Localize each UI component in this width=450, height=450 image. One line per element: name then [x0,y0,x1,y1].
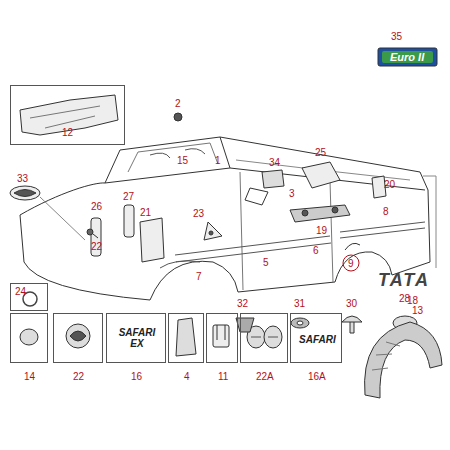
callout-number: 31 [294,298,305,309]
callout-number: 20 [384,179,395,190]
callout-number: 16A [308,371,326,382]
part-box: 12 [10,85,125,145]
part-box: SAFARI EX16 [106,313,166,363]
logo-text: SAFARI [299,334,336,345]
part-box: 11 [206,313,238,363]
callout-number: 22A [256,371,274,382]
callout-number: 21 [140,207,151,218]
callout-number: 14 [24,371,35,382]
part-box: Euro II35 [375,45,440,69]
part-box: 14 [10,313,48,363]
callout-number: 13 [412,305,423,316]
callout-number: 22 [91,241,102,252]
callout-number: 4 [184,371,190,382]
part-box: 22A [240,313,288,363]
callout-number: 11 [218,371,228,382]
callout-number: 33 [17,173,28,184]
callout-number: 35 [391,31,402,42]
callout-number: 25 [315,147,326,158]
callout-number: 19 [316,225,327,236]
callout-number: 9 [348,258,354,269]
callout-number: 7 [196,271,202,282]
callout-number: 3 [289,188,295,199]
logo-text: TATA [378,271,430,291]
callout-number: 16 [131,371,142,382]
callout-number: 6 [313,245,319,256]
callout-number: 30 [346,298,357,309]
callout-number: 26 [91,201,102,212]
callout-number: 28 [399,293,410,304]
part-box: 24 [10,283,48,311]
callout-number: 12 [62,127,73,138]
callout-number: 1 [215,155,221,166]
callout-number: 23 [193,208,204,219]
callout-number: 8 [383,206,389,217]
callout-number: 5 [263,257,269,268]
callout-number: 22 [73,371,84,382]
callout-number: 34 [269,157,280,168]
callout-number: 27 [123,191,134,202]
callout-number: 32 [237,298,248,309]
logo-text: Euro II [390,51,424,63]
callout-number: 15 [177,155,188,166]
callout-number: 24 [15,286,26,297]
logo-text: SAFARI EX [115,327,159,349]
part-box: 22 [53,313,103,363]
part-box: 4 [168,313,204,363]
part-box: SAFARI16A [290,313,342,363]
callout-number: 2 [175,98,181,109]
